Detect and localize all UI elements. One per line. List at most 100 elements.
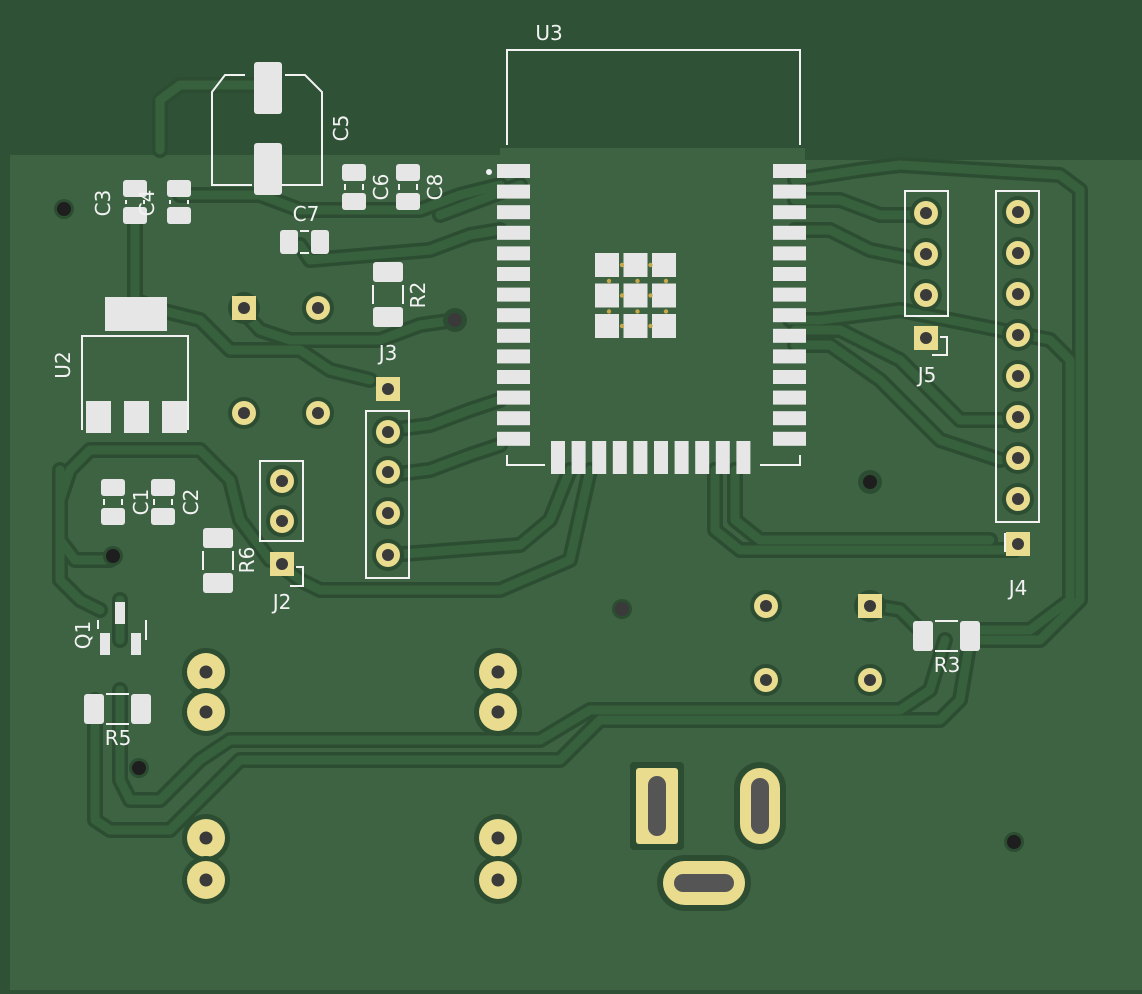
j5-connector: J5 [904,190,949,387]
u3-pad-bottom [612,441,627,474]
u3-outline-bottom [506,455,801,466]
u3-pad-bottom [736,441,751,474]
u3-pad-left [497,349,530,364]
u3-pad-left [497,390,530,405]
j5-label: J5 [916,363,937,387]
thermal-via [635,278,640,284]
c8-label: C8 [423,174,447,201]
u3-pad-left [497,267,530,281]
u3-pad-left [497,225,530,240]
c2-label: C2 [179,489,203,516]
large-pad-drill [199,705,213,719]
large-pad-drill [491,665,505,679]
j4-pin-drill [1012,493,1024,505]
u3-pad-bottom [654,441,668,474]
thermal-via [663,309,669,314]
c4-capacitor: C4 [135,180,191,224]
j4-connector: J4 [995,190,1040,600]
u3-right-pads [773,164,806,446]
u3-pad-left [497,431,530,446]
u3-pad-right [773,246,806,261]
u3-thermal-pad [623,314,648,338]
u3-pad-left [497,411,530,426]
j5-pin-drill [920,289,932,301]
u3-pad-right [773,205,806,220]
u2-tab-pad [105,297,167,331]
j2-label: J2 [271,590,292,614]
thermal-via [648,323,653,329]
u3-pad-right [773,184,806,199]
large-pad-drill [491,873,505,887]
j5-pin-drill [920,248,932,260]
j4-pin-drill [1012,247,1024,259]
u3-pad-right [773,328,806,343]
barrel-jack [630,762,786,911]
r3-label: R3 [934,653,961,677]
r2-resistor: R2 [372,262,430,327]
u3-pad-right [773,267,806,281]
u3-bottom-pads [551,441,751,474]
thermal-via [635,309,640,314]
u3-pad-left [497,308,530,323]
u3-pad-right [773,431,806,446]
u3-pad-right [773,164,806,178]
j3-pin-drill [382,426,394,438]
u3-thermal-pad [595,314,619,338]
c3-label: C3 [91,190,115,217]
u3-pad-left [497,184,530,199]
switch-pads [750,590,886,696]
u3-thermal-pad [652,253,676,277]
u3-pad-bottom [592,441,607,474]
thermal-via [619,262,625,268]
u3-pad-left [497,164,530,178]
u3-left-pads [497,164,530,446]
u3-pad-right [773,411,806,426]
j4-pin-drill [1012,206,1024,218]
u3-outline-top [506,49,801,145]
u3-label: U3 [535,21,562,45]
c2-capacitor: C2 [151,479,203,525]
u3-pad-bottom [695,441,710,474]
r6-label: R6 [235,547,259,574]
u3-thermal-pad [652,314,676,338]
u3-pad-left [497,287,530,302]
large-pad-drill [491,831,505,845]
j3-label: J3 [377,341,398,365]
r5-label: R5 [105,726,132,750]
thermal-via [648,293,653,298]
u3-pad-left [497,246,530,261]
j4-pin-drill [1012,288,1024,300]
r6-resistor: R6 [202,528,259,593]
u3-pad-bottom [633,441,648,474]
thermal-via [663,278,669,284]
u3-pad-right [773,225,806,240]
u2-regulator: U2 [51,297,189,433]
c5-capacitor: C5 [211,62,353,195]
r5-resistor: R5 [84,693,151,750]
u3-thermal-pad [595,253,619,277]
large-tht-pads [182,648,522,904]
j3-pin-drill [382,507,394,519]
large-pad-drill [199,831,213,845]
u3-pad-bottom [715,441,730,474]
large-pad-drill [199,873,213,887]
u3-thermal-pad [652,283,676,308]
c5-pad-1 [254,62,282,114]
c5-label: C5 [329,115,353,142]
j5-pin-drill [920,207,932,219]
u3-thermal-pad [623,253,648,277]
c6-label: C6 [369,174,393,201]
thermal-via [606,278,612,284]
u3-thermal-pad [623,283,648,308]
u3-pad-right [773,390,806,405]
j4-pin-drill [1012,411,1024,423]
u3-pad-left [497,328,530,343]
board-substrate [10,148,1142,990]
c8-capacitor: C8 [396,164,447,210]
c5-pad-2 [254,143,282,195]
u3-pad-right [773,308,806,323]
u3-thermal-pads [595,253,676,338]
u3-pad-bottom [674,441,689,474]
